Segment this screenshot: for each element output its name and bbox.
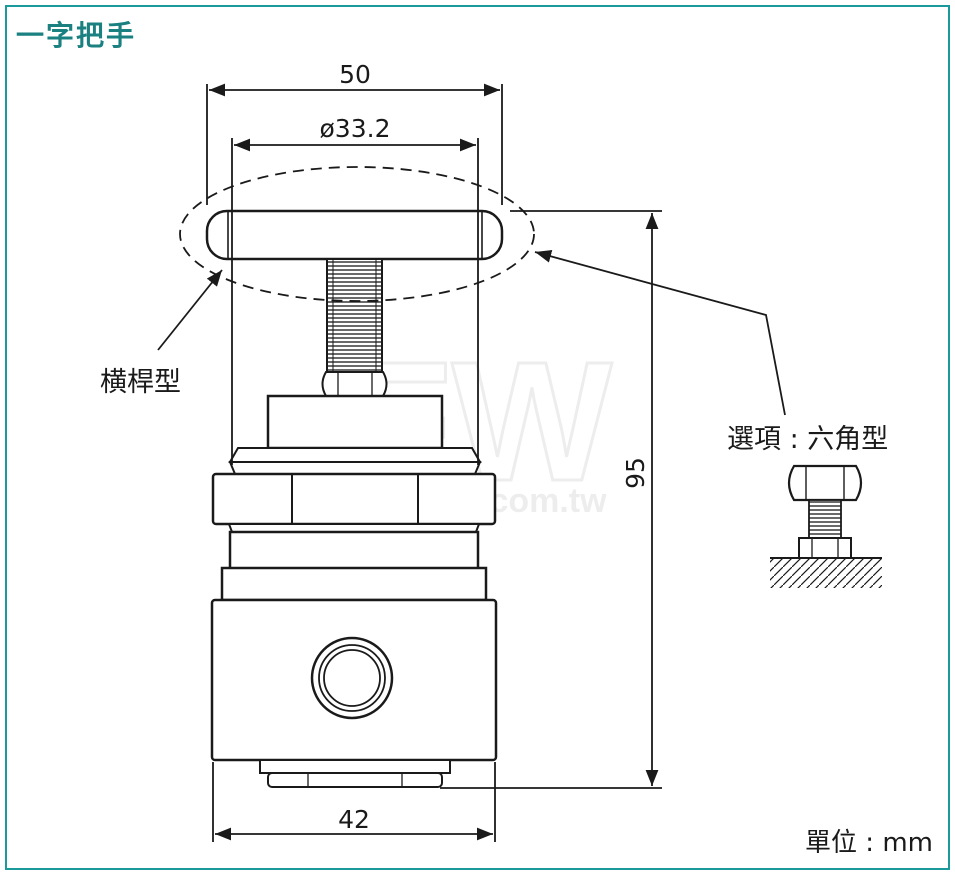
dimension-width-bottom-label: 42 <box>338 805 370 834</box>
dimension-height <box>440 210 662 789</box>
option-label: 選項 : 六角型 <box>727 424 888 455</box>
dimension-width-top <box>206 83 503 205</box>
unit-note: 單位 : mm <box>805 828 933 858</box>
hex-option-inset <box>770 464 882 588</box>
crossbar-leader <box>157 269 223 351</box>
dimension-diameter <box>231 138 479 465</box>
dimension-width-top-label: 50 <box>339 60 371 89</box>
dimension-diameter-label: ø33.2 <box>320 114 391 143</box>
main-body <box>210 598 498 788</box>
lock-nut <box>211 472 497 533</box>
bonnet <box>228 394 482 475</box>
crossbar-label: 横桿型 <box>100 367 181 398</box>
stem-nut <box>321 371 388 397</box>
page-title: 一字把手 <box>16 19 137 52</box>
threaded-stem <box>326 258 383 373</box>
crossbar-handle <box>205 209 504 261</box>
option-leader <box>534 250 786 416</box>
body-neck <box>220 530 488 602</box>
detail-ellipse <box>179 166 535 302</box>
dimension-width-bottom <box>212 762 496 842</box>
dimension-height-label: 95 <box>621 457 650 489</box>
diagram-frame <box>5 5 950 870</box>
